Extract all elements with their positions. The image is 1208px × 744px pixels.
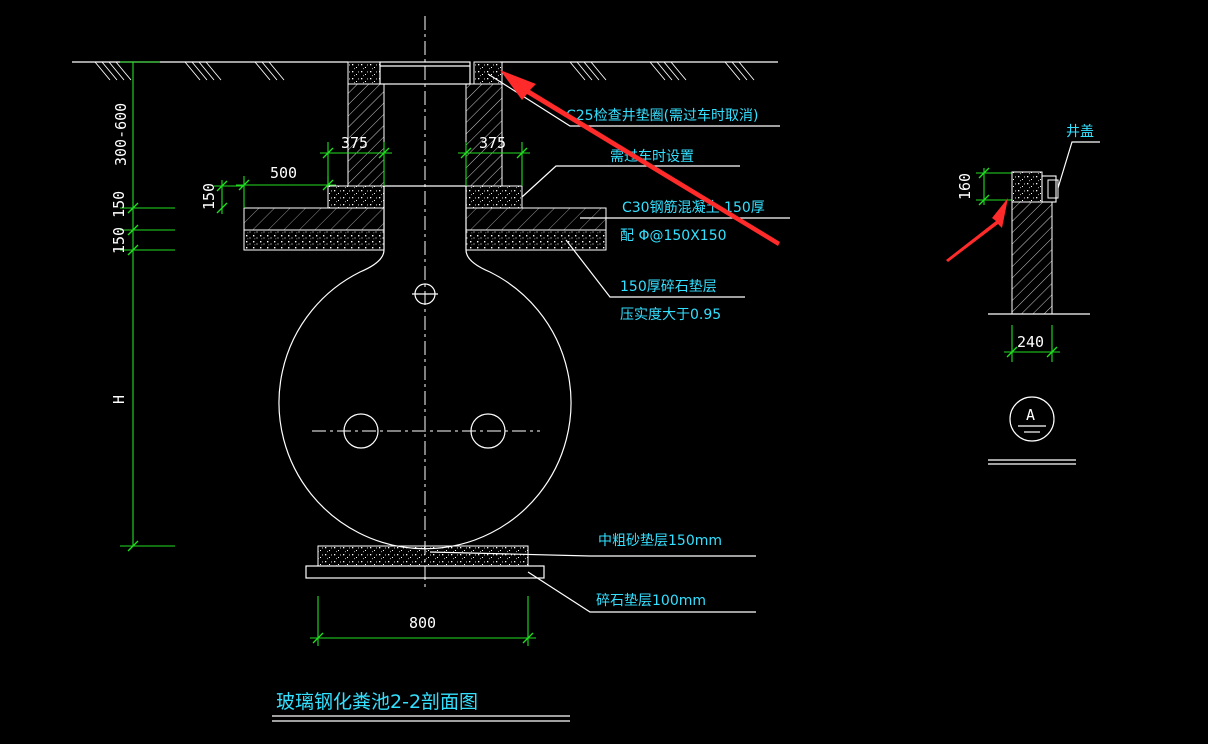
note-c25-ring: C25检查井垫圈(需过车时取消) bbox=[566, 107, 759, 124]
note-rebar: 配 Φ@150X150 bbox=[620, 228, 727, 244]
note-c30-slab: C30钢筋混凝土 150厚 bbox=[622, 199, 765, 216]
dim-h: H bbox=[110, 395, 128, 404]
dim-800: 800 bbox=[409, 614, 436, 632]
dimension-lines bbox=[120, 61, 1060, 646]
detail-cover-frame bbox=[1041, 175, 1057, 203]
ground-line bbox=[72, 61, 778, 81]
dim-500: 500 bbox=[270, 164, 297, 182]
dim-375-right: 375 bbox=[479, 134, 506, 152]
dim-375-left: 375 bbox=[341, 134, 368, 152]
note-cover: 井盖 bbox=[1066, 124, 1094, 140]
gravel-bed-right bbox=[465, 229, 607, 251]
note-compaction: 压实度大于0.95 bbox=[620, 307, 721, 323]
leader-lines bbox=[429, 73, 1100, 613]
septic-tank-section bbox=[243, 16, 607, 590]
dim-150-slab: 150 bbox=[200, 183, 218, 210]
detail-a bbox=[988, 171, 1090, 465]
note-gravel-100: 碎石垫层100mm bbox=[596, 593, 706, 609]
red-arrow-detail bbox=[946, 198, 1008, 262]
cover-ring-left bbox=[347, 61, 381, 85]
shaft-wall-right bbox=[465, 83, 503, 187]
gravel-layer-100 bbox=[305, 565, 545, 579]
dim-240: 240 bbox=[1017, 333, 1044, 351]
dim-300-600: 300-600 bbox=[112, 103, 130, 166]
note-sand-layer: 中粗砂垫层150mm bbox=[598, 533, 722, 549]
base-ring-right bbox=[465, 185, 523, 209]
gravel-bed-left bbox=[243, 229, 385, 251]
c30-slab-right bbox=[465, 207, 607, 231]
detail-mark-label: A bbox=[1026, 406, 1035, 424]
drawing-title: 玻璃钢化粪池2-2剖面图 bbox=[276, 691, 478, 713]
base-ring-left bbox=[327, 185, 385, 209]
sand-layer bbox=[317, 545, 529, 567]
highlight-arrows bbox=[500, 70, 1008, 262]
detail-ring-block bbox=[1011, 171, 1043, 203]
detail-mark-circle bbox=[1009, 396, 1055, 442]
c30-slab-left bbox=[243, 207, 385, 231]
dim-150-150: 150 150 bbox=[110, 191, 128, 254]
note-gravel-150: 150厚碎石垫层 bbox=[620, 279, 717, 295]
detail-wall bbox=[1011, 201, 1053, 315]
dim-160: 160 bbox=[956, 173, 974, 200]
red-arrow-main bbox=[500, 70, 780, 246]
